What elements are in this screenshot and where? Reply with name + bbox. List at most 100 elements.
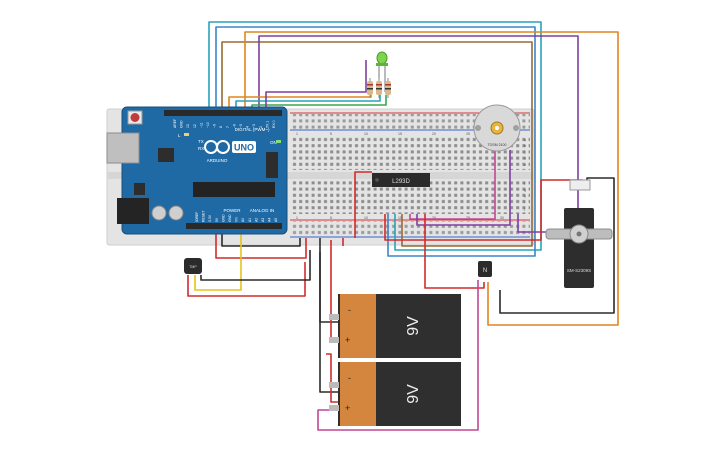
wire-cyan-1 <box>208 21 542 251</box>
battery-1-voltage: 9V <box>405 316 422 336</box>
battery-2-plus: + <box>345 403 350 413</box>
wire-magenta-bat <box>317 280 479 431</box>
bottom-pin-label: IOREF <box>195 212 199 222</box>
wire-black-servo <box>499 177 615 314</box>
bottom-pin-label: GND <box>221 214 225 222</box>
wire-purple-1 <box>258 35 579 233</box>
arduino-logo: UNO ARDUINO <box>204 140 256 163</box>
top-pin-label: 12 <box>193 124 197 128</box>
power-jack <box>117 198 149 224</box>
wire-red-ic <box>354 171 372 238</box>
battery-2: - + 9V <box>329 362 461 426</box>
row-letter: f <box>524 182 525 186</box>
l-led-label: L <box>178 133 181 138</box>
tmp-body <box>184 258 202 274</box>
resistor-1 <box>367 78 373 98</box>
motor-label: TOSM 2100 <box>488 143 507 147</box>
wire-black-bat1 <box>319 252 338 323</box>
servo-motor: SM-S2309S <box>545 179 613 288</box>
row-letter: e <box>524 163 526 167</box>
top-pin-label: ~9 <box>213 124 217 128</box>
column-number: 1 <box>296 216 298 220</box>
capacitor-1 <box>151 205 167 221</box>
top-pin-label: ~5 <box>239 124 243 128</box>
rx-label: RX <box>198 146 204 151</box>
bottom-pin-label: GND <box>228 214 232 222</box>
analog-power-header <box>186 223 282 229</box>
wire-black-gnd <box>221 230 301 247</box>
column-number: 5 <box>330 216 332 220</box>
column-number: 5 <box>330 132 332 136</box>
servo-body <box>564 208 594 288</box>
row-letter: b <box>524 144 526 148</box>
top-pin-label: ~6 <box>232 124 236 128</box>
battery-2-minus: - <box>348 373 351 383</box>
battery-2-body <box>376 362 461 426</box>
row-letter: j <box>523 207 525 211</box>
resistor-2 <box>376 78 382 98</box>
wire-yellow-a0 <box>194 230 242 291</box>
top-pin-label: 7 <box>226 126 230 128</box>
battery-2-cap <box>340 362 376 426</box>
wire-purple-2 <box>265 60 367 112</box>
top-pin-label: 8 <box>219 126 223 128</box>
wire-red-transistor <box>424 214 485 289</box>
wire-red-tmp <box>187 262 306 297</box>
uno-label: UNO <box>234 143 254 153</box>
column-number: 1 <box>296 132 298 136</box>
top-pin-label: TX 1 <box>265 121 269 128</box>
battery-1-minus: - <box>348 305 351 315</box>
top-pin-label: ~10 <box>206 122 210 128</box>
wire-magenta-1 <box>409 150 496 220</box>
dc-motor: TOSM 2100 <box>473 104 521 152</box>
icsp-header <box>266 152 278 178</box>
reset-button[interactable] <box>130 113 140 122</box>
regulator <box>134 183 145 195</box>
wire-blue-1 <box>215 26 536 257</box>
row-letter: a <box>524 138 526 142</box>
driver-chip <box>372 173 430 187</box>
wire-black-tmp <box>200 250 311 281</box>
battery-2-voltage: 9V <box>405 384 422 404</box>
bottom-pin-label: 3.3V <box>208 214 212 222</box>
bottom-pin-label: RESET <box>202 211 206 222</box>
column-number: 20 <box>432 216 436 220</box>
arduino-uno: UNO ARDUINO DIGITAL (PWM~) POWER ANALOG … <box>106 106 288 235</box>
wire-red-bat1 <box>330 240 338 341</box>
wire-red-bat2 <box>326 353 338 403</box>
bottom-pin-label: A2 <box>254 218 258 222</box>
analog-header-label: ANALOG IN <box>250 208 275 213</box>
column-number: 10 <box>364 132 368 136</box>
column-number: 15 <box>398 132 402 136</box>
power-rail-top <box>290 114 530 129</box>
row-letter: i <box>524 201 525 205</box>
digital-header-label: DIGITAL (PWM~) <box>235 127 270 132</box>
transistor: N <box>478 261 492 277</box>
bottom-pin-label: A5 <box>274 218 278 222</box>
column-number: 30 <box>500 216 504 220</box>
row-letter: h <box>524 194 526 198</box>
row-letter: g <box>524 188 526 192</box>
bottom-pin-label: A4 <box>268 218 272 222</box>
capacitor-2 <box>168 205 184 221</box>
wire-orange-1 <box>244 31 619 326</box>
led-green <box>376 51 388 65</box>
top-pin-label: 2 <box>259 126 263 128</box>
top-pin-label: ~11 <box>199 122 203 128</box>
column-number: 20 <box>432 132 436 136</box>
top-pin-label: RX 0 <box>272 120 276 128</box>
column-number: 10 <box>364 216 368 220</box>
atmega-chip <box>193 182 275 197</box>
tx-label: TX <box>198 139 204 144</box>
top-pin-label: 13 <box>186 124 190 128</box>
bottom-pin-label: A3 <box>261 218 265 222</box>
column-number: 25 <box>466 216 470 220</box>
bottom-pin-label: A0 <box>241 218 245 222</box>
servo-label: SM-S2309S <box>567 268 591 273</box>
row-letter: d <box>524 157 526 161</box>
resistor-3 <box>385 78 391 98</box>
top-pin-label: 4 <box>246 126 250 128</box>
temp-sensor: TMP <box>184 258 202 274</box>
